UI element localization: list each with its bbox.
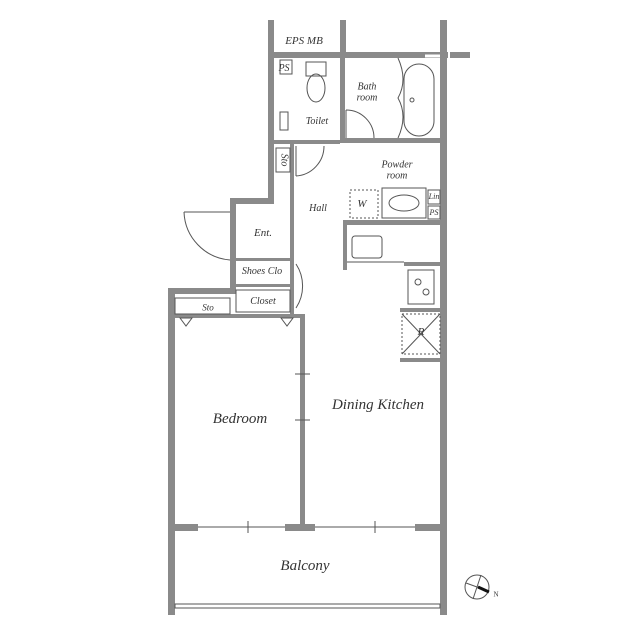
label-bedroom: Bedroom xyxy=(212,411,268,428)
label-entrance: Ent. xyxy=(253,227,273,240)
label-bathroom: Bath room xyxy=(356,81,378,103)
label-linen: Lin xyxy=(428,191,440,201)
label-refrigerator: R xyxy=(417,326,425,339)
label-hall: Hall xyxy=(309,202,327,214)
walls xyxy=(168,20,470,615)
label-sto-upper: Sto xyxy=(278,153,290,167)
label-powder-room: Powder room xyxy=(381,159,413,181)
label-ps-right: PS xyxy=(429,207,439,217)
fixtures xyxy=(174,54,490,609)
label-dining-kitchen: Dining Kitchen xyxy=(331,397,425,414)
label-washer: W xyxy=(357,198,367,211)
compass-north-label: N xyxy=(493,590,499,599)
label-shoes-closet: Shoes Clo xyxy=(241,265,283,277)
label-closet: Closet xyxy=(250,295,276,307)
label-toilet: Toilet xyxy=(305,115,329,127)
label-ps-top: PS xyxy=(278,62,290,74)
label-balcony: Balcony xyxy=(280,558,330,575)
label-sto-lower: Sto xyxy=(202,302,214,313)
label-eps-mb: EPS MB xyxy=(285,35,323,48)
